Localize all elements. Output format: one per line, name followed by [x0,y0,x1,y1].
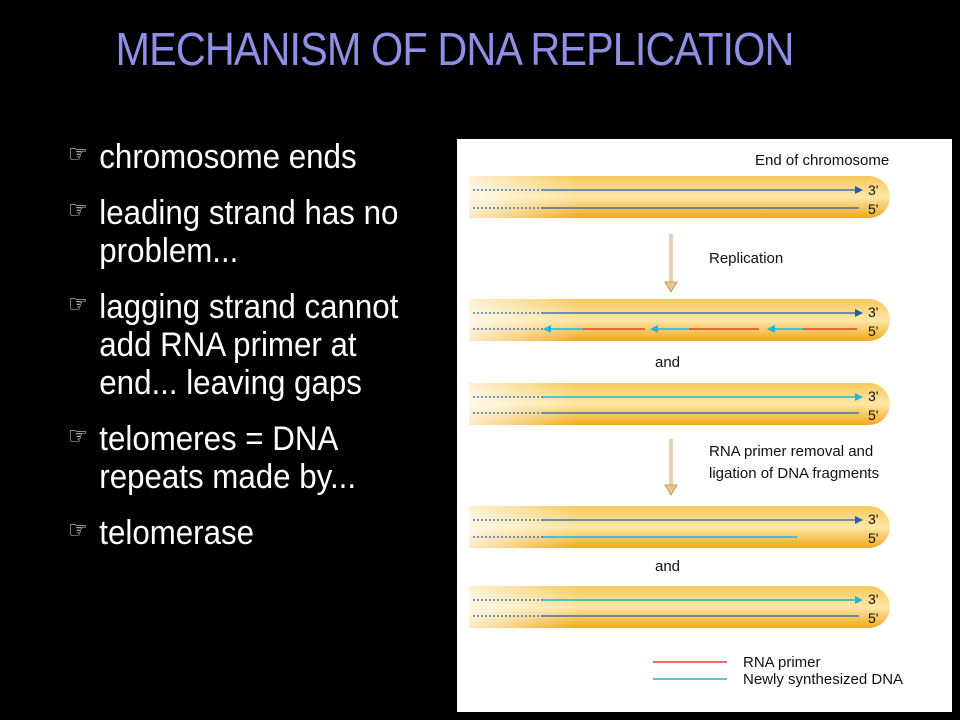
bullet-item: ☞ chromosome ends [68,138,418,176]
chromosome-replicated-leading: 3' 5' [469,383,890,425]
bullet-item: ☞ lagging strand cannot add RNA primer at… [68,288,418,402]
label-5-prime: 5' [868,610,878,626]
chromosome-original: 3' 5' [469,176,890,218]
pointing-hand-icon: ☞ [68,141,88,168]
label-5-prime: 5' [868,323,878,339]
pointing-hand-icon: ☞ [68,517,88,544]
label-3-prime: 3' [868,182,878,198]
bullet-text: chromosome ends [99,138,357,176]
label-5-prime: 5' [868,201,878,217]
diagram-legend: RNA primer Newly synthesized DNA [653,654,903,688]
pointing-hand-icon: ☞ [68,423,88,450]
bullet-item: ☞ leading strand has no problem... [68,194,418,270]
pointing-hand-icon: ☞ [68,291,88,318]
and-label: and [655,354,680,371]
label-3-prime: 3' [868,511,878,527]
process-arrow [664,234,678,293]
label-3-prime: 3' [868,388,878,404]
step-replication-label: Replication [709,250,783,267]
legend-label-new-dna: Newly synthesized DNA [743,671,903,688]
bullet-item: ☞ telomerase [68,514,418,552]
step-ligation-label: ligation of DNA fragments [709,465,879,482]
pointing-hand-icon: ☞ [68,197,88,224]
bullet-text: telomerase [99,514,255,552]
label-5-prime: 5' [868,530,878,546]
chromosome-replicated-lagging: 3' 5' [469,299,890,341]
telomere-replication-diagram: End of chromosome 3' 5' Replication [457,139,952,712]
bullet-text: lagging strand cannot add RNA primer at … [99,288,399,402]
label-5-prime: 5' [868,407,878,423]
chromosome-after-ligation-leading: 3' 5' [469,586,890,628]
bullet-text: leading strand has no problem... [99,194,399,270]
bullet-item: ☞ telomeres = DNA repeats made by... [68,420,418,496]
label-3-prime: 3' [868,304,878,320]
bullet-list: ☞ chromosome ends ☞ leading strand has no … [68,138,448,570]
legend-label-rna-primer: RNA primer [743,654,821,671]
caption-end-of-chromosome: End of chromosome [755,152,889,169]
slide-title: MECHANISM OF DNA REPLICATION [115,23,795,75]
bullet-text: telomeres = DNA repeats made by... [99,420,357,496]
process-arrow [664,439,678,496]
label-3-prime: 3' [868,591,878,607]
and-label: and [655,558,680,575]
step-primer-removal-label: RNA primer removal and [709,443,873,460]
chromosome-after-ligation-lagging: 3' 5' [469,506,890,548]
